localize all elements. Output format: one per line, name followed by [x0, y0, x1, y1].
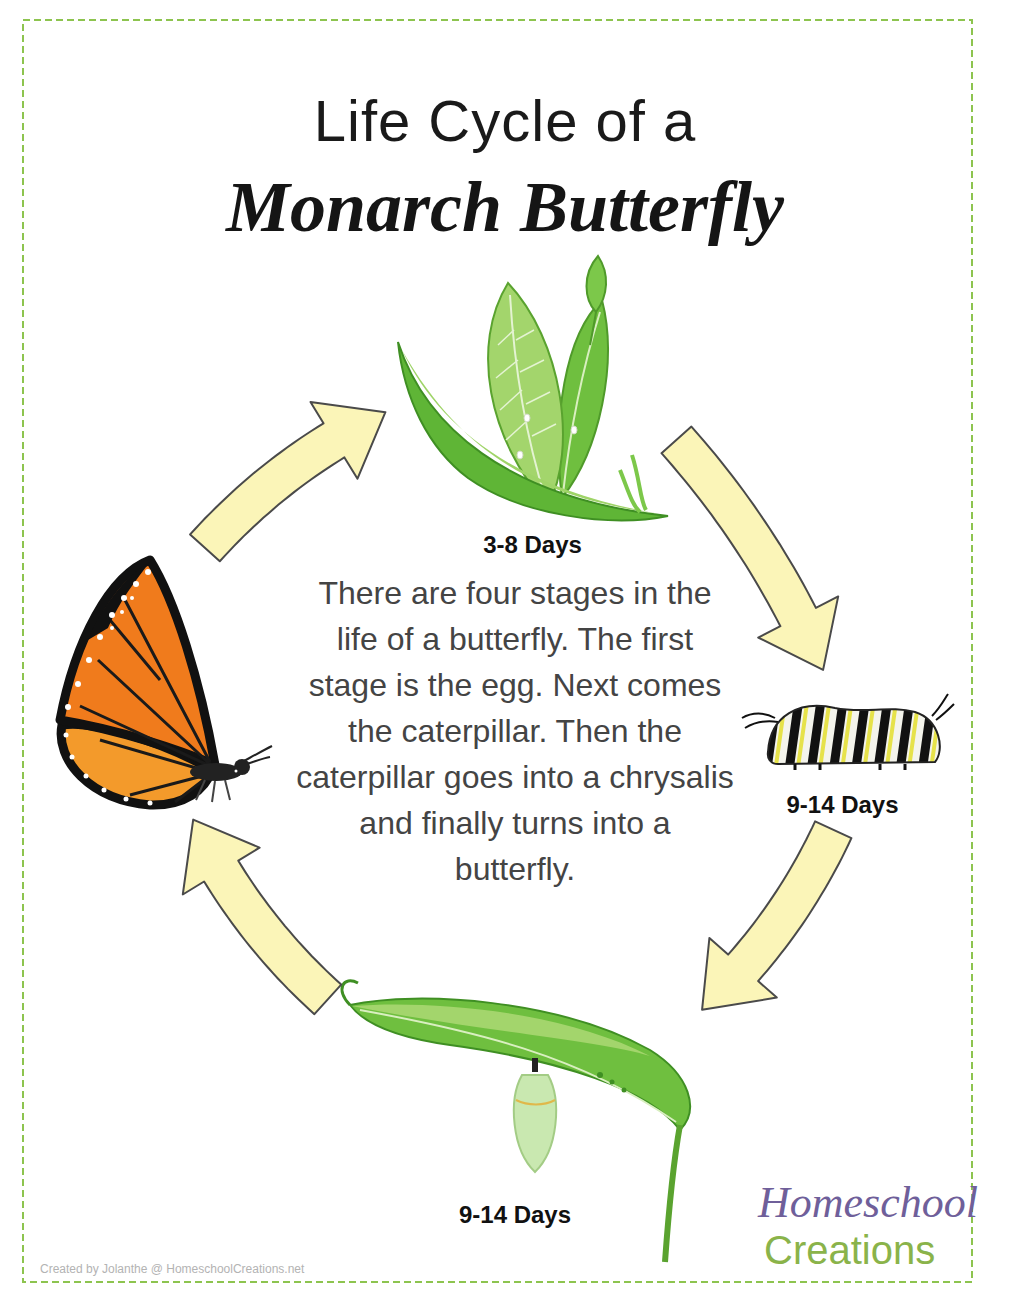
- logo-text: Creations: [764, 1228, 935, 1272]
- stage-duration: 9-14 Days: [786, 791, 898, 820]
- title-block: Life Cycle of a Monarch Butterfly: [205, 72, 805, 252]
- logo-text: Homeschool: [758, 1180, 978, 1226]
- cycle-arrow: [183, 820, 341, 1015]
- caterpillar-stage: 9-14 Days: [735, 680, 950, 820]
- butterfly-stage: [45, 555, 280, 810]
- logo-text-wrap: Creations: [764, 1228, 935, 1272]
- milkweed-leaves: [398, 256, 668, 520]
- chrysalis-leaf: [342, 981, 690, 1262]
- stage-duration: 3-8 Days: [483, 531, 582, 560]
- monarch-butterfly: [60, 560, 272, 806]
- egg-stage: 3-8 Days: [395, 250, 670, 560]
- cycle-arrow: [702, 821, 851, 1009]
- caterpillar: [742, 694, 954, 770]
- cycle-arrow: [190, 402, 385, 561]
- dashed-frame: [23, 20, 972, 1282]
- description-text: There are four stages in the life of a b…: [295, 570, 735, 892]
- description-text-wrap: There are four stages in the life of a b…: [295, 570, 735, 892]
- watermark-wrap: Created by Jolanthe @ HomeschoolCreation…: [40, 1262, 304, 1276]
- diagram-title: Life Cycle of a Monarch Butterfly: [205, 72, 805, 252]
- logo-text-wrap: Homeschool: [758, 1180, 978, 1226]
- chrysalis-stage: 9-14 Days: [335, 970, 695, 1230]
- watermark: Created by Jolanthe @ HomeschoolCreation…: [40, 1262, 304, 1276]
- stage-duration: 9-14 Days: [459, 1201, 571, 1230]
